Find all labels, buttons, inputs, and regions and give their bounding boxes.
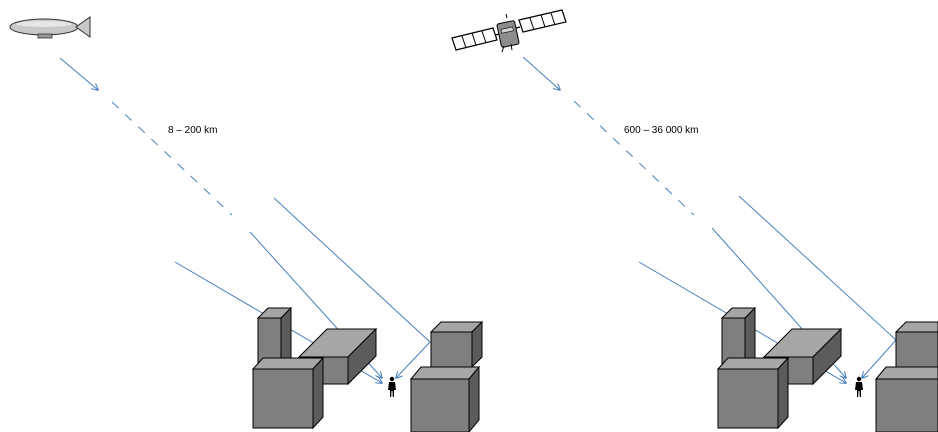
ray-3-reflect [862,339,897,378]
ray-dashed [111,101,233,216]
airship-icon [9,16,91,39]
building [409,365,481,432]
ray-3 [273,197,431,343]
distance-label: 600 – 36 000 km [624,125,699,136]
building [251,356,325,430]
building [429,320,484,369]
person-icon [855,376,863,397]
building [874,366,938,432]
building [894,321,938,368]
satellite-icon [451,9,567,53]
building [716,356,790,430]
panel-satellite: 600 – 36 000 km [451,9,938,432]
ray-3 [738,195,897,341]
person-icon [388,376,396,397]
ray-direct [522,56,560,90]
distance-label: 8 – 200 km [168,125,217,136]
ray-dashed [573,100,695,216]
ray-direct [59,57,98,90]
panel-airship: 8 – 200 km [9,16,484,432]
ray-3-reflect [396,341,431,378]
